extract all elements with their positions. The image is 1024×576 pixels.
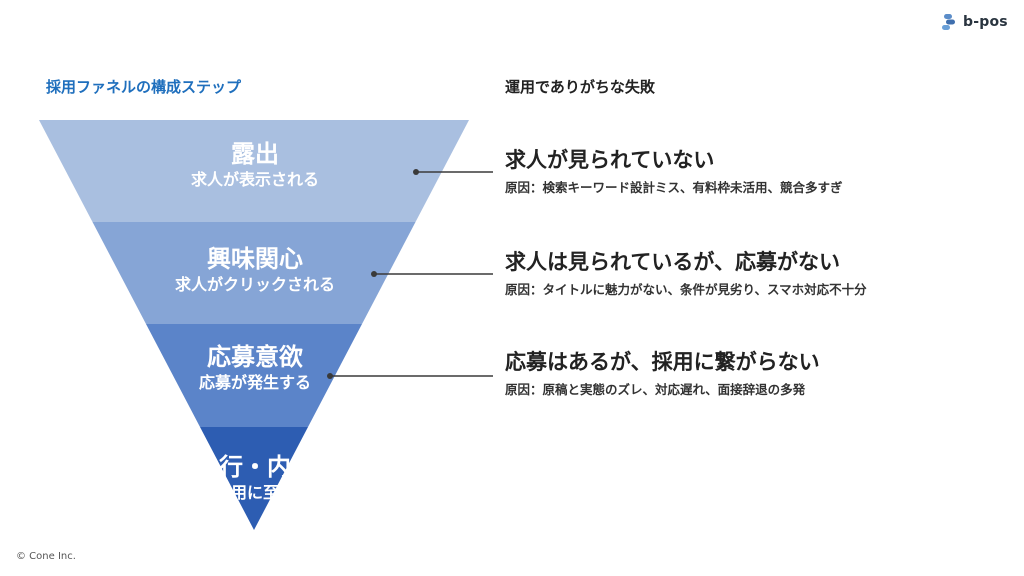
stage-subtitle: 応募が発生する [198, 373, 311, 392]
connector-dot-3 [327, 373, 333, 379]
funnel-stage-4: 先行・内定 採用に至る [140, 452, 370, 504]
failure-cause: 原因：原稿と実態のズレ、対応遅れ、面接辞退の多発 [505, 382, 806, 397]
b-pos-logo-icon [942, 14, 955, 30]
failure-2: 求人は見られているが、応募がない 原因：タイトルに魅力がない、条件が見劣り、スマ… [505, 248, 1005, 300]
stage-subtitle: 求人がクリックされる [174, 275, 335, 294]
failure-1: 求人が見られていない 原因：検索キーワード設計ミス、有料枠未活用、競合多すぎ [505, 146, 1005, 198]
stage-title: 興味関心 [207, 245, 303, 273]
failure-cause: 原因：検索キーワード設計ミス、有料枠未活用、競合多すぎ [505, 180, 843, 195]
stage-subtitle: 採用に至る [214, 483, 295, 502]
stage-subtitle: 求人が表示される [190, 170, 319, 189]
copyright-notice: © Cone Inc. [16, 551, 76, 562]
funnel-stage-2-band [92, 222, 416, 324]
stage-title: 露出 [231, 140, 279, 168]
failures-heading: 運用でありがちな失敗 [505, 78, 655, 96]
brand-name: b-pos [963, 14, 1008, 30]
funnel-heading: 採用ファネルの構成ステップ [46, 78, 242, 96]
funnel-stage-1: 露出 求人が表示される [140, 139, 370, 191]
funnel-stage-1-band [39, 120, 469, 222]
funnel-stage-3: 応募意欲 応募が発生する [140, 342, 370, 394]
funnel-stage-4-band [200, 427, 308, 530]
funnel-stage-2: 興味関心 求人がクリックされる [140, 244, 370, 296]
failure-3: 応募はあるが、採用に繋がらない 原因：原稿と実態のズレ、対応遅れ、面接辞退の多発 [505, 348, 1005, 400]
stage-title: 先行・内定 [195, 453, 315, 481]
failure-title: 求人は見られているが、応募がない [505, 250, 840, 274]
failure-title: 応募はあるが、採用に繋がらない [505, 350, 820, 374]
stage-title: 応募意欲 [207, 343, 303, 371]
funnel-stage-3-band [146, 324, 362, 427]
brand-logo: b-pos [941, 14, 1008, 30]
connector-dot-2 [371, 271, 377, 277]
connector-dot-1 [413, 169, 419, 175]
failure-cause: 原因：タイトルに魅力がない、条件が見劣り、スマホ対応不十分 [505, 282, 867, 297]
failure-title: 求人が見られていない [505, 148, 715, 172]
